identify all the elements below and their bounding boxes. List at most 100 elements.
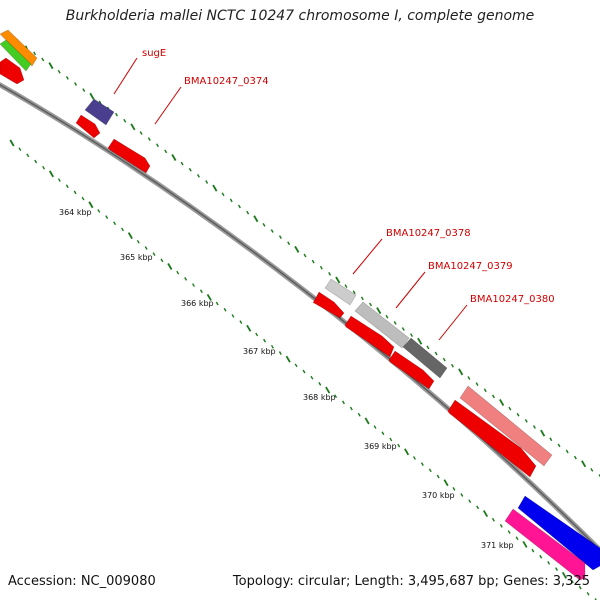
accession-text: Accession: NC_009080 (8, 574, 156, 589)
label-layer: sugE BMA10247_0374BMA10247_0378BMA10247_0… (142, 48, 555, 305)
outer-tick (475, 382, 479, 386)
inner-tick (176, 270, 180, 275)
inner-tick (349, 406, 353, 411)
chromosome-backbone (0, 81, 600, 554)
inner-tick (555, 567, 559, 571)
outer-tick (33, 51, 37, 56)
green-feature[interactable] (0, 39, 32, 72)
outer-tick (74, 82, 78, 86)
outer-tick (57, 69, 61, 74)
gray-feature[interactable] (324, 278, 357, 306)
outer-tick (180, 161, 184, 166)
outer-tick (434, 351, 438, 356)
red-feature-7[interactable] (447, 399, 537, 478)
inner-tick (302, 369, 306, 374)
red-feature-6[interactable] (388, 350, 435, 390)
outer-tick (221, 192, 225, 197)
backbone-layer (0, 81, 600, 554)
outer-tick (442, 357, 446, 362)
inner-tick (127, 232, 133, 240)
inner-tick (223, 307, 227, 312)
outer-tick (557, 443, 561, 448)
gene-label[interactable]: sugE (142, 48, 166, 59)
red-feature-2[interactable] (75, 114, 101, 139)
gene-label-leader (154, 86, 182, 125)
outer-tick-track (7, 31, 600, 478)
inner-tick (246, 324, 252, 332)
outer-tick (205, 180, 209, 184)
inner-tick (9, 139, 15, 147)
inner-tick (413, 456, 416, 460)
magenta-feature[interactable] (504, 508, 586, 581)
gene-label-leader (395, 271, 426, 309)
outer-tick (376, 307, 382, 315)
outer-tick (401, 327, 405, 331)
red-feature-4[interactable] (312, 291, 345, 319)
leader-layer (113, 57, 468, 341)
inner-tick (531, 548, 535, 553)
outer-tick (303, 253, 307, 258)
gene-label-leader (438, 304, 468, 341)
outer-tick (139, 131, 143, 135)
inner-tick (357, 412, 361, 417)
chromosome-backbone-core (0, 84, 600, 552)
scale-label: 366 kbp (181, 299, 214, 308)
inner-tick (522, 540, 528, 548)
inner-tick (199, 289, 203, 294)
outer-tick (287, 241, 291, 246)
inner-tick (231, 314, 235, 318)
inner-tick (136, 239, 140, 244)
inner-tick (570, 579, 574, 584)
outer-tick (319, 265, 323, 270)
outer-tick (171, 154, 177, 161)
outer-tick (410, 333, 414, 337)
inner-tick (389, 437, 393, 442)
outer-tick (164, 149, 168, 154)
gene-label[interactable]: BMA10247_0378 (386, 228, 471, 239)
inner-tick (373, 425, 377, 429)
outer-tick (196, 174, 200, 178)
inner-tick (73, 190, 77, 195)
inner-tick (184, 277, 188, 281)
gene-label[interactable]: BMA10247_0380 (470, 294, 555, 305)
scale-label: 371 kbp (481, 541, 514, 550)
inner-tick (239, 320, 243, 324)
outer-tick (130, 123, 136, 131)
outer-tick (262, 223, 266, 227)
inner-tick (113, 221, 117, 226)
outer-tick (212, 184, 218, 192)
red-feature-5[interactable] (344, 315, 395, 358)
outer-tick (123, 118, 127, 123)
gene-label[interactable]: BMA10247_0379 (428, 261, 513, 272)
outer-tick (188, 167, 192, 172)
red-feature[interactable] (0, 57, 25, 85)
scale-label: 368 kbp (303, 393, 336, 402)
outer-tick (451, 363, 454, 368)
dark-gray-feature[interactable] (402, 337, 448, 379)
inner-tick (65, 184, 69, 189)
salmon-feature[interactable] (459, 385, 553, 467)
outer-tick (508, 406, 512, 411)
gray-feature-2[interactable] (354, 301, 410, 349)
outer-tick (352, 290, 356, 295)
sugE-feature[interactable] (84, 98, 115, 126)
red-feature-3[interactable] (107, 138, 151, 174)
outer-tick (278, 235, 282, 239)
outer-tick (581, 460, 587, 468)
inner-tick (561, 571, 567, 579)
map-title: Burkholderia mallei NCTC 10247 chromosom… (65, 8, 535, 24)
inner-tick (397, 443, 401, 448)
inner-tick (206, 293, 212, 301)
inner-tick (255, 332, 259, 337)
outer-tick (344, 284, 348, 288)
inner-tick (491, 517, 495, 522)
gene-label[interactable]: BMA10247_0374 (184, 76, 269, 87)
outer-tick (82, 88, 86, 92)
outer-tick (598, 474, 600, 478)
outer-tick (491, 394, 495, 399)
inner-tick (215, 301, 219, 306)
inner-tick (460, 493, 464, 497)
inner-tick (144, 246, 148, 250)
outer-tick (499, 399, 505, 406)
